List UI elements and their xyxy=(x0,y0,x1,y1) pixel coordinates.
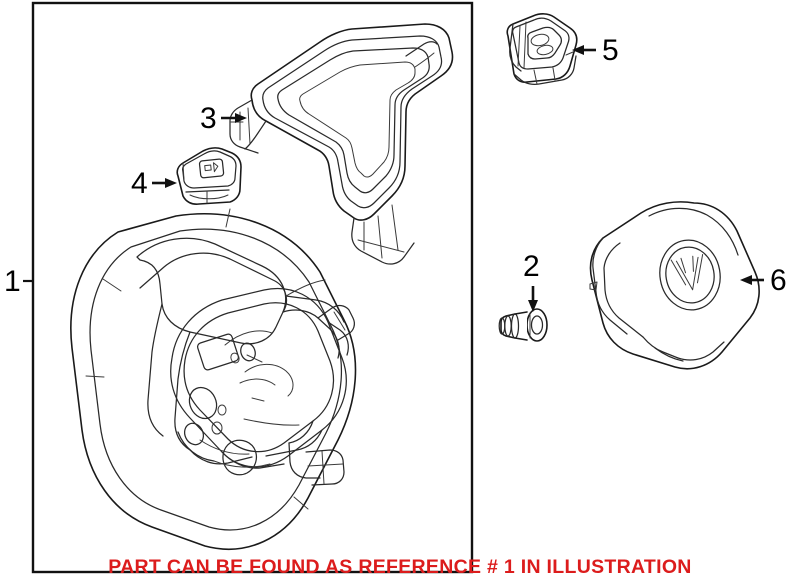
reference-caption: PART CAN BE FOUND AS REFERENCE # 1 IN IL… xyxy=(108,556,691,578)
callout-5: 5 xyxy=(572,34,619,67)
part-bolt xyxy=(498,308,548,342)
part-steering-wheel-assembly xyxy=(70,208,357,550)
callout-6-label: 6 xyxy=(770,264,787,297)
callout-2: 2 xyxy=(523,250,540,312)
callout-1-label: 1 xyxy=(4,265,21,298)
callout-5-label: 5 xyxy=(602,34,619,67)
callout-2-label: 2 xyxy=(523,250,540,283)
callout-3-label: 3 xyxy=(200,102,217,135)
part-switch-module-left xyxy=(176,147,242,205)
part-trim-cover xyxy=(229,23,454,265)
callout-4-label: 4 xyxy=(131,167,148,200)
callout-4: 4 xyxy=(131,167,177,200)
callout-6: 6 xyxy=(740,264,787,297)
vw-emblem-icon xyxy=(659,239,721,311)
illustration-border xyxy=(31,1,474,574)
part-airbag-module xyxy=(589,201,760,370)
part-switch-module-right xyxy=(506,13,578,85)
callout-3: 3 xyxy=(200,102,247,135)
callout-1: 1 xyxy=(4,265,33,298)
